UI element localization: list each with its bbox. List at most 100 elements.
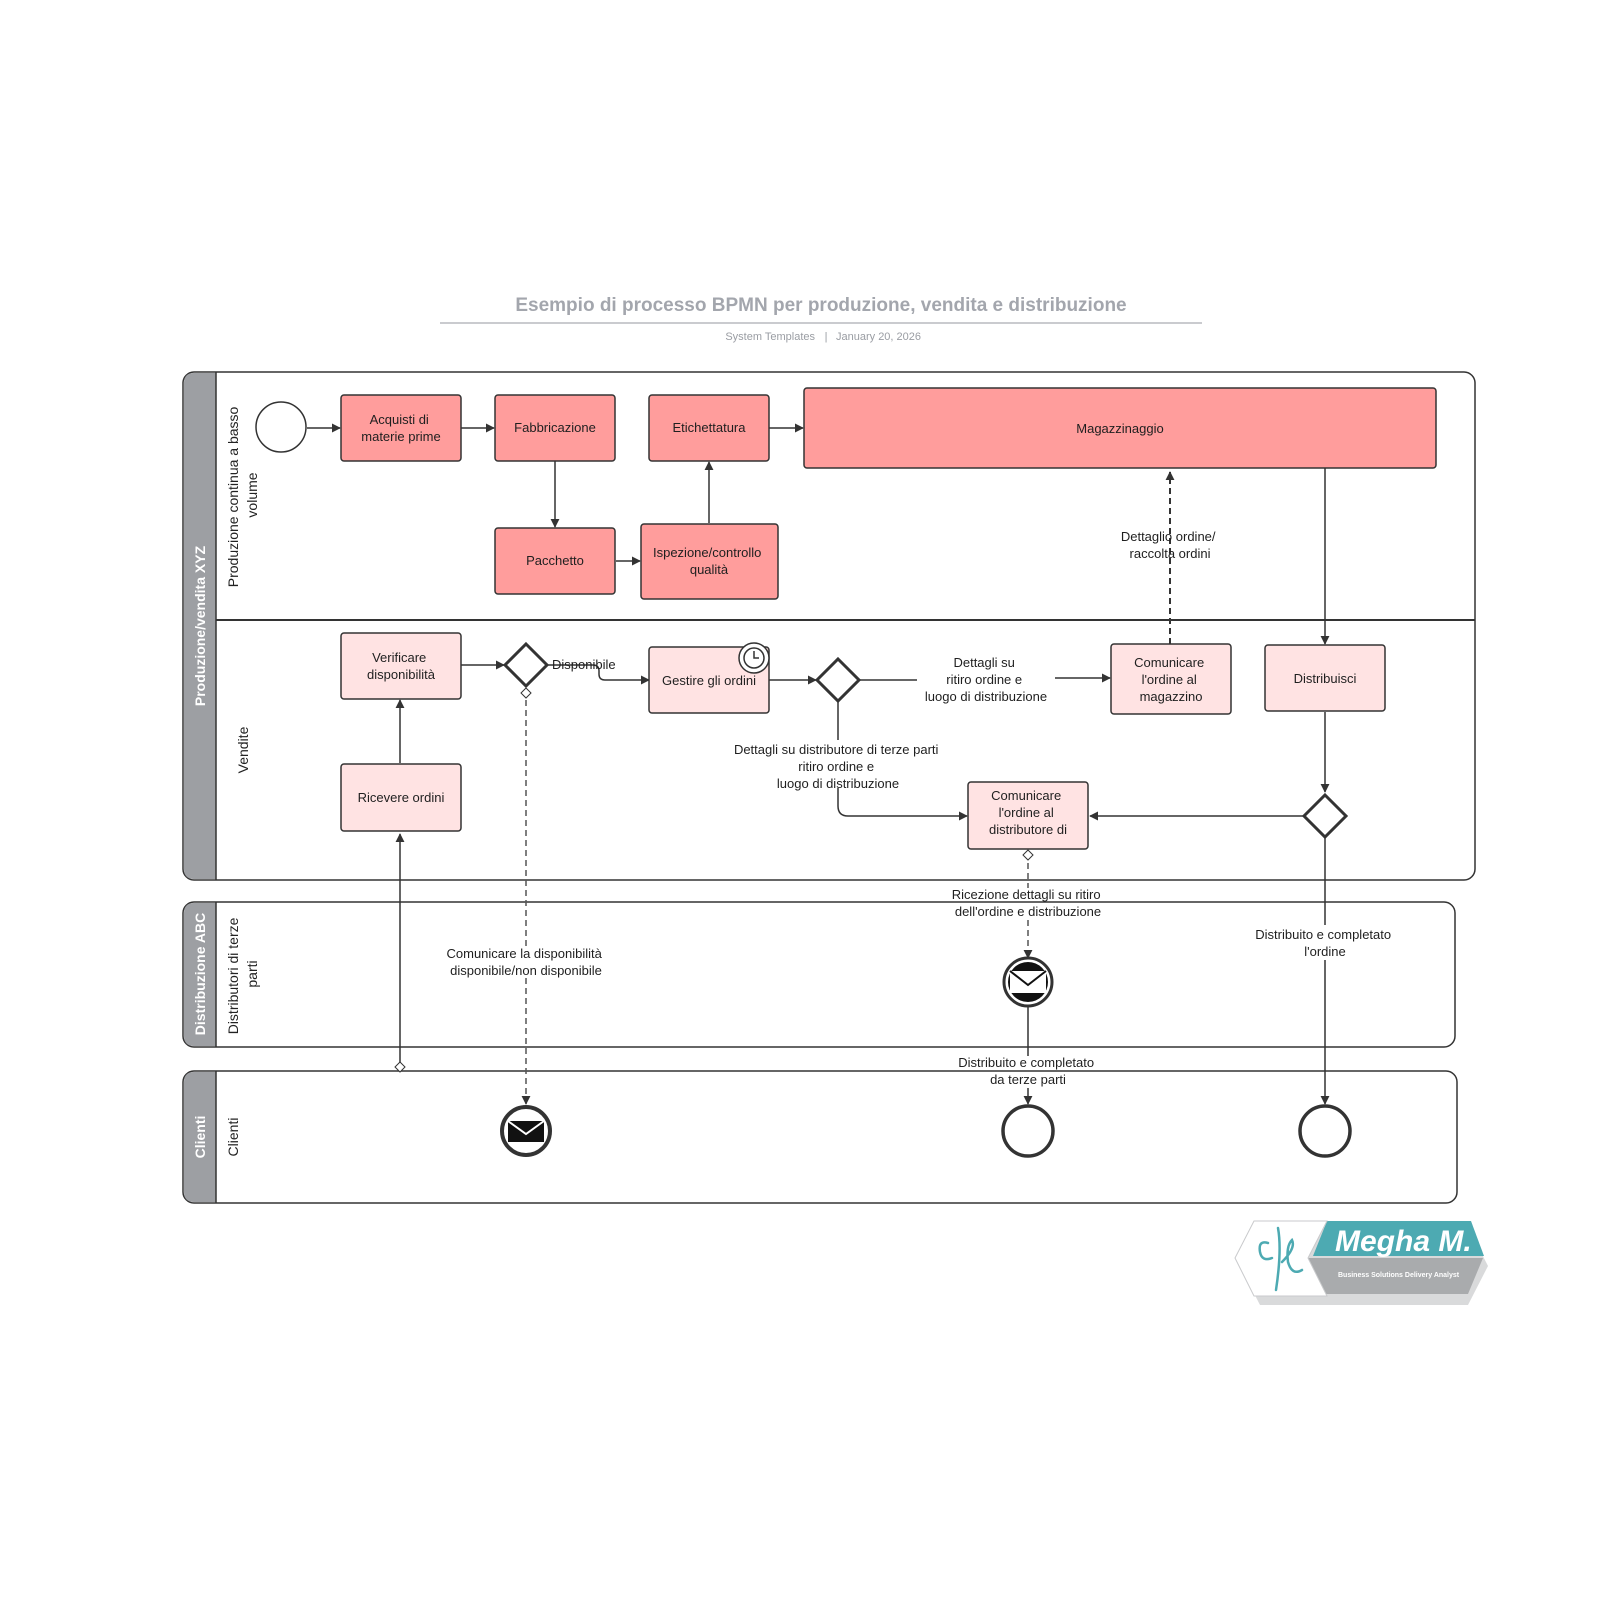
label-dettagli-terze: Dettagli su distributore di terze parti … bbox=[734, 742, 942, 791]
label-disponibile: Disponibile bbox=[552, 657, 616, 672]
pool-abc: Distribuzione ABC Distributori di terze … bbox=[182, 901, 1456, 1048]
task-ispezione[interactable]: Ispezione/controllo qualità bbox=[640, 523, 779, 600]
task-comunicare-distributore-box bbox=[967, 781, 1089, 850]
task-ricevere-box bbox=[340, 763, 462, 832]
task-etichettatura[interactable]: Etichettatura bbox=[648, 394, 770, 462]
task-gestire-label: Gestire gli ordini bbox=[662, 673, 756, 688]
logo-monogram-icon bbox=[1258, 1226, 1304, 1292]
diagram-source: System Templates bbox=[725, 331, 815, 343]
label-distribuito-terze: Distribuito e completato da terze parti bbox=[958, 1055, 1097, 1087]
pool-clienti-label: Clienti bbox=[192, 1116, 208, 1159]
task-pacchetto-box bbox=[494, 527, 616, 595]
start-event bbox=[255, 401, 307, 453]
label-distribuito-terze-line-2: da terze parti bbox=[990, 1072, 1066, 1087]
task-pacchetto[interactable]: Pacchetto bbox=[494, 527, 616, 595]
task-ispezione-box bbox=[640, 523, 779, 600]
task-fabbricazione-box bbox=[494, 394, 616, 462]
task-acquisti[interactable]: Acquisti di materie prime bbox=[340, 394, 462, 462]
flow-gateway-distributore bbox=[837, 702, 967, 816]
lane-vendite-label: Vendite bbox=[235, 726, 251, 773]
flow-disponibile-gestire bbox=[548, 664, 650, 685]
pool-xyz-header bbox=[184, 373, 216, 879]
task-ispezione-line-1: Ispezione/controllo bbox=[653, 545, 761, 560]
pool-abc-border bbox=[182, 901, 1456, 1048]
task-distribuisci-label: Distribuisci bbox=[1294, 671, 1357, 686]
message-flows bbox=[526, 471, 1175, 1104]
pool-abc-label: Distribuzione ABC bbox=[192, 913, 208, 1035]
lane-clienti-label: Clienti bbox=[225, 1118, 241, 1157]
label-dettagli-ritiro-line-1: Dettagli su bbox=[953, 655, 1014, 670]
lane-produzione-line-1: Produzione continua a basso bbox=[225, 406, 241, 587]
task-gestire-box bbox=[648, 646, 770, 714]
diagram-header: Esempio di processo BPMN per produzione,… bbox=[440, 295, 1202, 343]
task-magazzinaggio-label: Magazzinaggio bbox=[1076, 421, 1163, 436]
task-ricevere[interactable]: Ricevere ordini bbox=[340, 763, 462, 832]
msgflow-origin-comunicare-distributore bbox=[1022, 849, 1034, 861]
task-comunicare-magazzino-line-3: magazzino bbox=[1140, 689, 1203, 704]
end-event-ordine-completato[interactable] bbox=[1298, 1104, 1352, 1158]
task-distribuisci-box bbox=[1264, 644, 1386, 712]
envelope-icon-body bbox=[1010, 971, 1046, 993]
pool-clienti-header bbox=[184, 1072, 216, 1202]
label-dettagli-ritiro: Dettagli su ritiro ordine e luogo di dis… bbox=[925, 655, 1047, 704]
logo-teal-band bbox=[1313, 1221, 1484, 1256]
label-dettagli-ritiro-line-2: ritiro ordine e bbox=[946, 672, 1022, 687]
pool-xyz-label: Produzione/vendita XYZ bbox=[192, 545, 208, 706]
envelope-icon bbox=[507, 1120, 545, 1142]
msgflow-origin-clienti bbox=[394, 1061, 406, 1073]
label-dettaglio-ordine-line-2: raccolta ordini bbox=[1130, 546, 1211, 561]
task-comunicare-distributore-line-2: l'ordine al bbox=[999, 805, 1054, 820]
label-ricezione-line-2: dell'ordine e distribuzione bbox=[955, 904, 1101, 919]
label-distribuito-completato-line-2: l'ordine bbox=[1304, 944, 1346, 959]
task-magazzinaggio-box bbox=[803, 387, 1437, 469]
label-dettagli-terze-line-2: ritiro ordine e bbox=[798, 759, 874, 774]
task-comunicare-magazzino-box bbox=[1110, 643, 1232, 715]
message-end-event-clienti[interactable] bbox=[500, 1105, 552, 1157]
gateways bbox=[502, 641, 1349, 840]
task-fabbricazione[interactable]: Fabbricazione bbox=[494, 394, 616, 462]
task-pacchetto-label: Pacchetto bbox=[526, 553, 584, 568]
label-dettaglio-ordine: Dettaglio ordine/ raccolta ordini bbox=[1121, 529, 1219, 561]
logo-badge: Megha M. Business Solutions Delivery Ana… bbox=[1234, 1220, 1488, 1305]
label-distribuito-completato: Distribuito e completato l'ordine bbox=[1255, 927, 1394, 959]
envelope-icon-flap bbox=[1009, 970, 1047, 987]
gateway-disponibilita[interactable] bbox=[502, 641, 550, 689]
task-comunicare-distributore-line-3: distributore di bbox=[989, 822, 1067, 837]
task-comunicare-distributore-label: Comunicare l'ordine al distributore di bbox=[989, 788, 1067, 837]
task-magazzinaggio[interactable]: Magazzinaggio bbox=[803, 387, 1437, 469]
task-verificare-box bbox=[340, 632, 462, 700]
label-ricezione-line-1: Ricezione dettagli su ritiro bbox=[952, 887, 1101, 902]
diagram-title: Esempio di processo BPMN per produzione,… bbox=[515, 295, 1126, 316]
logo-tagline: Business Solutions Delivery Analyst bbox=[1338, 1272, 1460, 1279]
logo-white-hex bbox=[1234, 1220, 1328, 1297]
task-verificare[interactable]: Verificare disponibilità bbox=[340, 632, 462, 700]
label-distribuito-completato-line-1: Distribuito e completato bbox=[1255, 927, 1391, 942]
pool-clienti-border bbox=[182, 1070, 1458, 1204]
label-comunicare-disp-line-2: disponibile/non disponibile bbox=[450, 963, 602, 978]
logo-name: Megha M. bbox=[1335, 1225, 1472, 1258]
task-ispezione-line-2: qualità bbox=[690, 562, 729, 577]
message-event-distributori[interactable] bbox=[1002, 956, 1054, 1008]
task-comunicare-distributore[interactable]: Comunicare l'ordine al distributore di bbox=[967, 781, 1089, 850]
label-dettagli-terze-line-3: luogo di distribuzione bbox=[777, 776, 899, 791]
task-gestire[interactable]: Gestire gli ordini bbox=[648, 642, 770, 714]
envelope-icon bbox=[1009, 970, 1047, 993]
message-flow-origins bbox=[394, 687, 1034, 1073]
task-comunicare-magazzino[interactable]: Comunicare l'ordine al magazzino bbox=[1110, 643, 1232, 715]
header-separator: | bbox=[825, 331, 828, 343]
lane-distributori-label: Distributori di terze parti bbox=[225, 914, 260, 1035]
task-etichettatura-box bbox=[648, 394, 770, 462]
label-ricezione: Ricezione dettagli su ritiro dell'ordine… bbox=[952, 887, 1104, 919]
end-event-terze-parti[interactable] bbox=[1001, 1104, 1055, 1158]
task-acquisti-box bbox=[340, 394, 462, 462]
msgflow-origin-verificare bbox=[520, 687, 532, 699]
task-distribuisci[interactable]: Distribuisci bbox=[1264, 644, 1386, 712]
gateway-distribuzione[interactable] bbox=[1301, 792, 1349, 840]
label-comunicare-disp: Comunicare la disponibilità disponibile/… bbox=[447, 946, 606, 978]
task-verificare-label: Verificare disponibilità bbox=[367, 650, 436, 682]
task-comunicare-distributore-line-1: Comunicare bbox=[991, 788, 1061, 803]
pool-clienti: Clienti Clienti bbox=[182, 1070, 1458, 1204]
label-dettagli-terze-line-1: Dettagli su distributore di terze parti bbox=[734, 742, 939, 757]
gateway-ordini[interactable] bbox=[814, 656, 862, 704]
envelope-icon-flap bbox=[507, 1120, 545, 1136]
